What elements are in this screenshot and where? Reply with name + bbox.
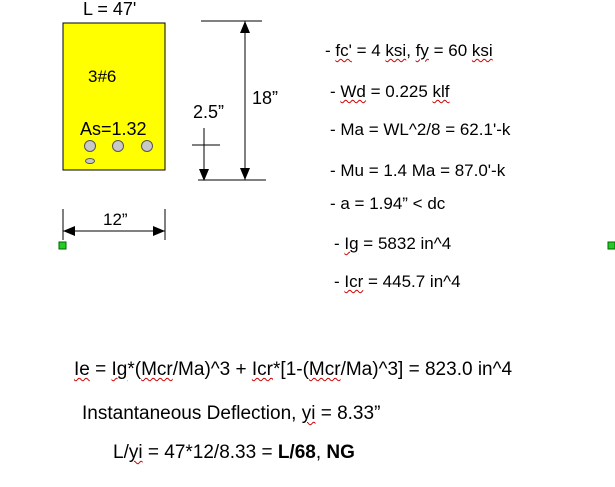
note-mu: - Mu = 1.4 Ma = 87.0'-k bbox=[330, 161, 506, 180]
width-label: 12” bbox=[103, 210, 128, 229]
as-label: As=1.32 bbox=[80, 119, 147, 139]
cover-arrow-down bbox=[199, 169, 209, 181]
note-ig: - Ig = 5832 in^4 bbox=[334, 234, 452, 253]
ratio-line: L/yi = 47*12/8.33 = L/68, NG bbox=[113, 442, 355, 463]
note-icr: - Icr = 445.7 in^4 bbox=[334, 272, 461, 291]
bars-label: 3#6 bbox=[88, 67, 117, 86]
width-arrow-left bbox=[63, 226, 75, 236]
rebar-2 bbox=[112, 140, 124, 152]
deflection-line: Instantaneous Deflection, yi = 8.33” bbox=[82, 403, 381, 424]
depth-label: 18” bbox=[252, 88, 279, 108]
handle-left[interactable] bbox=[58, 241, 67, 250]
ratio-result: L/68 bbox=[277, 442, 316, 463]
length-label: L = 47' bbox=[83, 0, 137, 19]
note-dead-load: - Wd = 0.225 klf bbox=[330, 82, 450, 101]
rebar-3 bbox=[141, 140, 153, 152]
note-a: - a = 1.94” < dc bbox=[330, 194, 446, 213]
rebar-1 bbox=[84, 140, 96, 152]
ratio-ng: NG bbox=[326, 442, 355, 463]
depth-arrow-down bbox=[240, 168, 250, 180]
rebar-small bbox=[85, 158, 95, 164]
depth-arrow-up bbox=[240, 21, 250, 33]
note-material: - fc' = 4 ksi, fy = 60 ksi bbox=[325, 41, 493, 60]
note-ma: - Ma = WL^2/8 = 62.1'-k bbox=[330, 120, 511, 139]
cover-label: 2.5” bbox=[193, 102, 225, 122]
handle-right[interactable] bbox=[607, 241, 615, 250]
ie-formula: Ie = Ig*(Mcr/Ma)^3 + Icr*[1-(Mcr/Ma)^3] … bbox=[74, 359, 513, 380]
width-arrow-right bbox=[153, 226, 165, 236]
